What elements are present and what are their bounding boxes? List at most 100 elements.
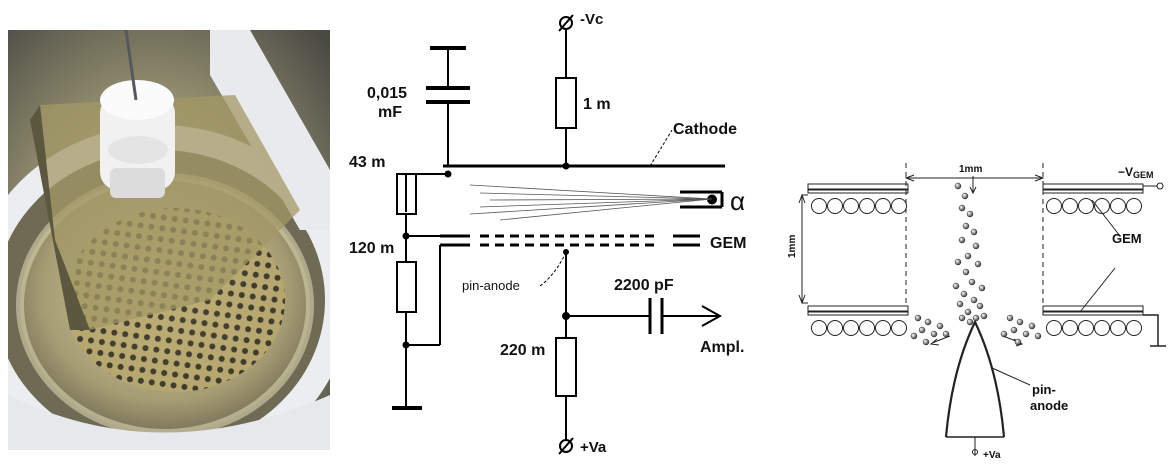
- va-detail-label: +Va: [983, 450, 1001, 459]
- wire-loop: [891, 198, 907, 214]
- wire-loop: [859, 198, 875, 214]
- charge-particle: [958, 236, 966, 244]
- pin-anode-label-2: anode: [1030, 398, 1068, 413]
- charge-particle: [956, 300, 964, 308]
- wire-loop: [875, 320, 891, 336]
- charge-particle: [936, 322, 944, 330]
- wire-loop: [1110, 198, 1126, 214]
- charge-particle: [966, 210, 974, 218]
- wire-loop: [1078, 320, 1094, 336]
- pin-anode-label-1: pin-: [1032, 382, 1056, 397]
- wire-loop: [843, 320, 859, 336]
- charge-particle: [972, 314, 980, 322]
- charge-particle: [974, 260, 982, 268]
- charge-avalanche: [910, 182, 1042, 346]
- charge-particle: [964, 308, 972, 316]
- detector-photo: [8, 30, 330, 450]
- charge-particle: [972, 242, 980, 250]
- charge-particle: [1028, 322, 1036, 330]
- alpha-label: α: [730, 186, 745, 216]
- resistor-1m: [555, 77, 577, 129]
- charge-particle: [1022, 330, 1030, 338]
- charge-particle: [980, 312, 988, 320]
- charge-particle: [976, 302, 984, 310]
- vgem-label: −VGEM: [1118, 165, 1154, 180]
- vgem-prefix: −V: [1118, 165, 1133, 179]
- cap-value-label: 0,015: [367, 85, 407, 102]
- charge-particle: [962, 268, 970, 276]
- wire-loop: [1094, 320, 1110, 336]
- charge-particle: [924, 318, 932, 326]
- resistor-120m-label: 120 m: [349, 240, 394, 257]
- cap-unit-label: mF: [378, 104, 402, 121]
- vc-label: -Vc: [580, 11, 603, 28]
- charge-particle: [978, 284, 986, 292]
- height-label: 1mm: [787, 235, 798, 258]
- wire-loop: [1110, 320, 1126, 336]
- charge-particle: [930, 330, 938, 338]
- charge-particle: [958, 314, 966, 322]
- charge-particle: [1016, 318, 1024, 326]
- wire-loop: [1046, 320, 1062, 336]
- charge-particle: [958, 204, 966, 212]
- charge-particle: [1034, 332, 1042, 340]
- circuit-labels: -Vc 1 m 0,015 mF 43 m 120 m 220 m Cathod…: [349, 11, 746, 456]
- wire-loop: [1126, 198, 1142, 214]
- charge-particle: [910, 332, 918, 340]
- width-label: 1mm: [959, 164, 982, 175]
- pin-anode-label: pin-anode: [462, 278, 520, 293]
- output-arrow: [701, 305, 723, 327]
- wire-loop: [811, 198, 827, 214]
- charge-particle: [1014, 338, 1022, 346]
- charge-particle: [952, 282, 960, 290]
- charge-particle: [966, 318, 974, 326]
- wire-loop: [891, 320, 907, 336]
- charge-particle: [942, 330, 950, 338]
- ampl-label: Ampl.: [700, 339, 744, 356]
- wire-loop: [1062, 198, 1078, 214]
- gem-detail-label: GEM: [1112, 231, 1142, 246]
- charge-particle: [964, 252, 972, 260]
- resistor-43m-label: 43 m: [349, 154, 385, 171]
- gem-detail-labels: 1mm 1mm −VGEM GEM pin- anode +Va: [787, 164, 1154, 461]
- wire-loop: [1078, 198, 1094, 214]
- charge-particle: [922, 338, 930, 346]
- drift-arrow-down: [969, 176, 977, 195]
- pin-anode-tip: [944, 319, 1006, 438]
- capacitor-0015: [426, 46, 470, 166]
- gem-wire-rows: [811, 198, 1142, 336]
- charge-particle: [970, 228, 978, 236]
- charge-particle: [914, 314, 922, 322]
- charge-particle: [1000, 330, 1008, 338]
- charge-particle: [961, 192, 969, 200]
- charge-particle: [1010, 326, 1018, 334]
- drift-arrow-left: [929, 335, 951, 346]
- circuit-diagram: [392, 14, 725, 455]
- charge-particle: [1006, 314, 1014, 322]
- charge-particle: [954, 258, 962, 266]
- gem-detail-diagram: [798, 163, 1166, 456]
- alpha-source: [469, 184, 724, 221]
- resistor-220m: [555, 337, 577, 397]
- charge-particle: [954, 182, 962, 190]
- wire-loop: [1062, 320, 1078, 336]
- cathode-label: Cathode: [673, 121, 737, 138]
- gem-electrodes: [440, 234, 700, 247]
- va-terminal: [558, 437, 574, 455]
- charge-particle: [962, 222, 970, 230]
- wire-loop: [1046, 198, 1062, 214]
- vc-terminal: [558, 14, 574, 78]
- wire-loop: [827, 198, 843, 214]
- wire-loop: [827, 320, 843, 336]
- gem-label: GEM: [710, 235, 746, 252]
- cap-2200-label: 2200 pF: [614, 277, 674, 294]
- vgem-subscript: GEM: [1133, 170, 1154, 180]
- charge-particle: [960, 290, 968, 298]
- va-label: +Va: [580, 439, 607, 456]
- wire-loop: [875, 198, 891, 214]
- charge-particle: [968, 278, 976, 286]
- wire-loop: [1126, 320, 1142, 336]
- charge-particle: [970, 296, 978, 304]
- resistor-1m-label: 1 m: [583, 96, 611, 113]
